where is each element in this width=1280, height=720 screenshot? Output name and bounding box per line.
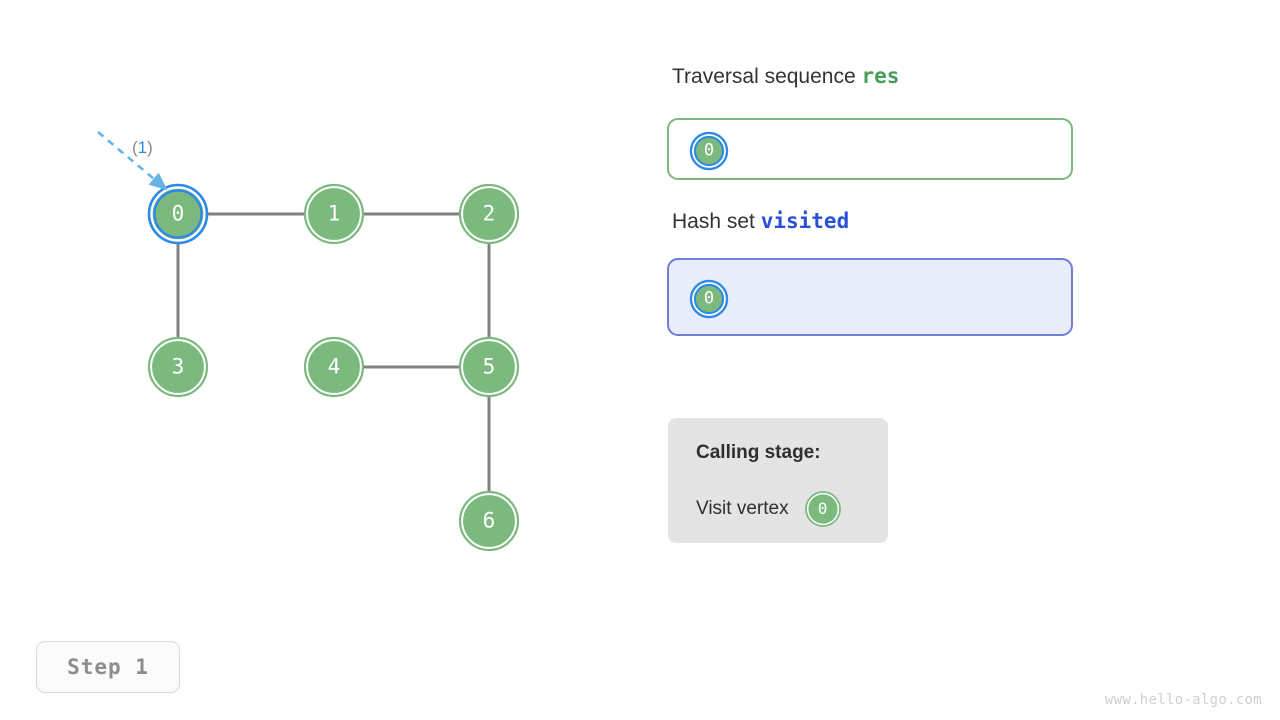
visited-heading-text: Hash set	[672, 210, 755, 233]
visited-item-chip[interactable]: 0	[687, 277, 731, 321]
calling-stage-box: Calling stage: Visit vertex 0	[668, 418, 888, 543]
pointer-caption-number: 1	[137, 138, 148, 157]
calling-stage-row: Visit vertex 0	[696, 486, 845, 532]
graph-node-6[interactable]	[458, 490, 520, 552]
step-badge: Step 1	[36, 641, 180, 693]
pointer-caption-close: )	[147, 138, 153, 157]
graph-panel: 0 1 2 3 4 5 6 (1)	[97, 131, 520, 552]
calling-stage-title: Calling stage:	[696, 442, 821, 463]
graph-node-3[interactable]	[147, 336, 209, 398]
watermark: www.hello-algo.com	[1104, 692, 1262, 708]
graph-node-1[interactable]	[303, 183, 365, 245]
traversal-item-chip[interactable]: 0	[687, 129, 731, 173]
traversal-heading-text: Traversal sequence	[672, 65, 856, 88]
calling-stage-action-text: Visit vertex	[696, 498, 789, 519]
calling-stage-vertex-label: 0	[817, 499, 828, 518]
traversal-heading: Traversal sequence res	[672, 64, 899, 89]
pointer-caption-open: (	[132, 138, 138, 157]
visited-set-box: 0	[667, 258, 1073, 336]
right-panel: Traversal sequence res 0 Hash set visite…	[667, 0, 1280, 720]
graph-node-0[interactable]	[147, 183, 209, 245]
graph-node-4[interactable]	[303, 336, 365, 398]
graph-node-5[interactable]	[458, 336, 520, 398]
traversal-heading-code: res	[861, 64, 900, 88]
visited-heading: Hash set visited	[672, 209, 849, 234]
pointer-arrow-icon	[97, 131, 168, 191]
calling-stage-vertex-chip[interactable]: 0	[801, 487, 845, 531]
graph-node-2[interactable]	[458, 183, 520, 245]
pointer-caption: (1)	[132, 138, 153, 158]
visited-heading-code: visited	[760, 209, 850, 233]
traversal-sequence-box: 0	[667, 118, 1073, 180]
graph-canvas	[97, 131, 520, 552]
